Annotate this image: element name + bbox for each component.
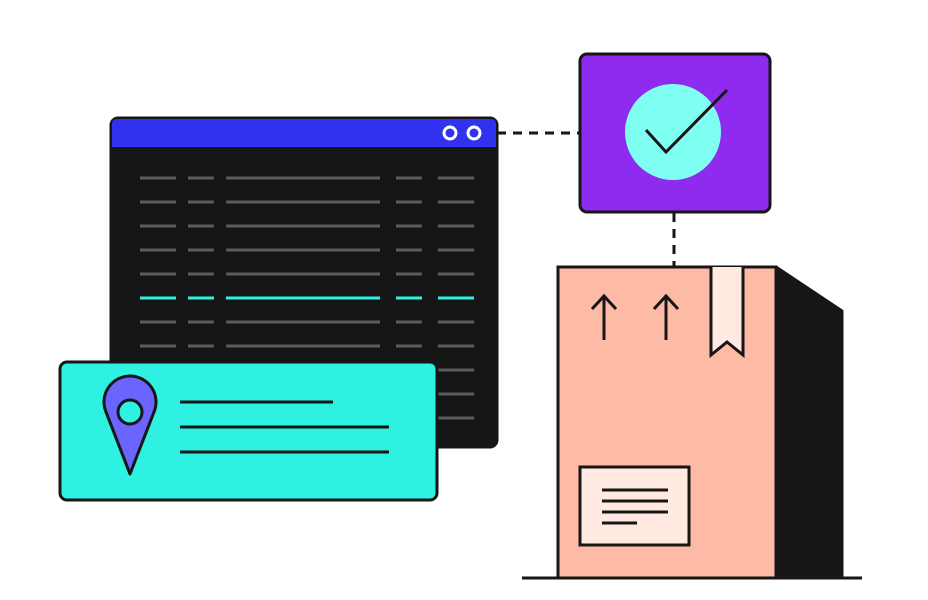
- dashed-connectors: [497, 131, 676, 266]
- shipping-label: [578, 465, 691, 547]
- package-box: [556, 265, 844, 580]
- window-control-icon[interactable]: [442, 125, 458, 141]
- location-pin-icon: [102, 374, 158, 476]
- up-arrow-icon: [590, 293, 618, 340]
- location-card-text-lines: [180, 400, 389, 454]
- window-title-bar: [112, 119, 496, 148]
- checkmark-icon: [644, 88, 729, 155]
- location-card: [58, 360, 439, 502]
- window-control-icon[interactable]: [466, 125, 482, 141]
- shipping-label-frame: [578, 465, 691, 547]
- check-card: [578, 52, 772, 214]
- box-side: [774, 265, 844, 580]
- check-circle: [625, 84, 721, 180]
- up-arrow-icon: [652, 293, 680, 340]
- bookmark-ribbon-icon: [709, 267, 745, 359]
